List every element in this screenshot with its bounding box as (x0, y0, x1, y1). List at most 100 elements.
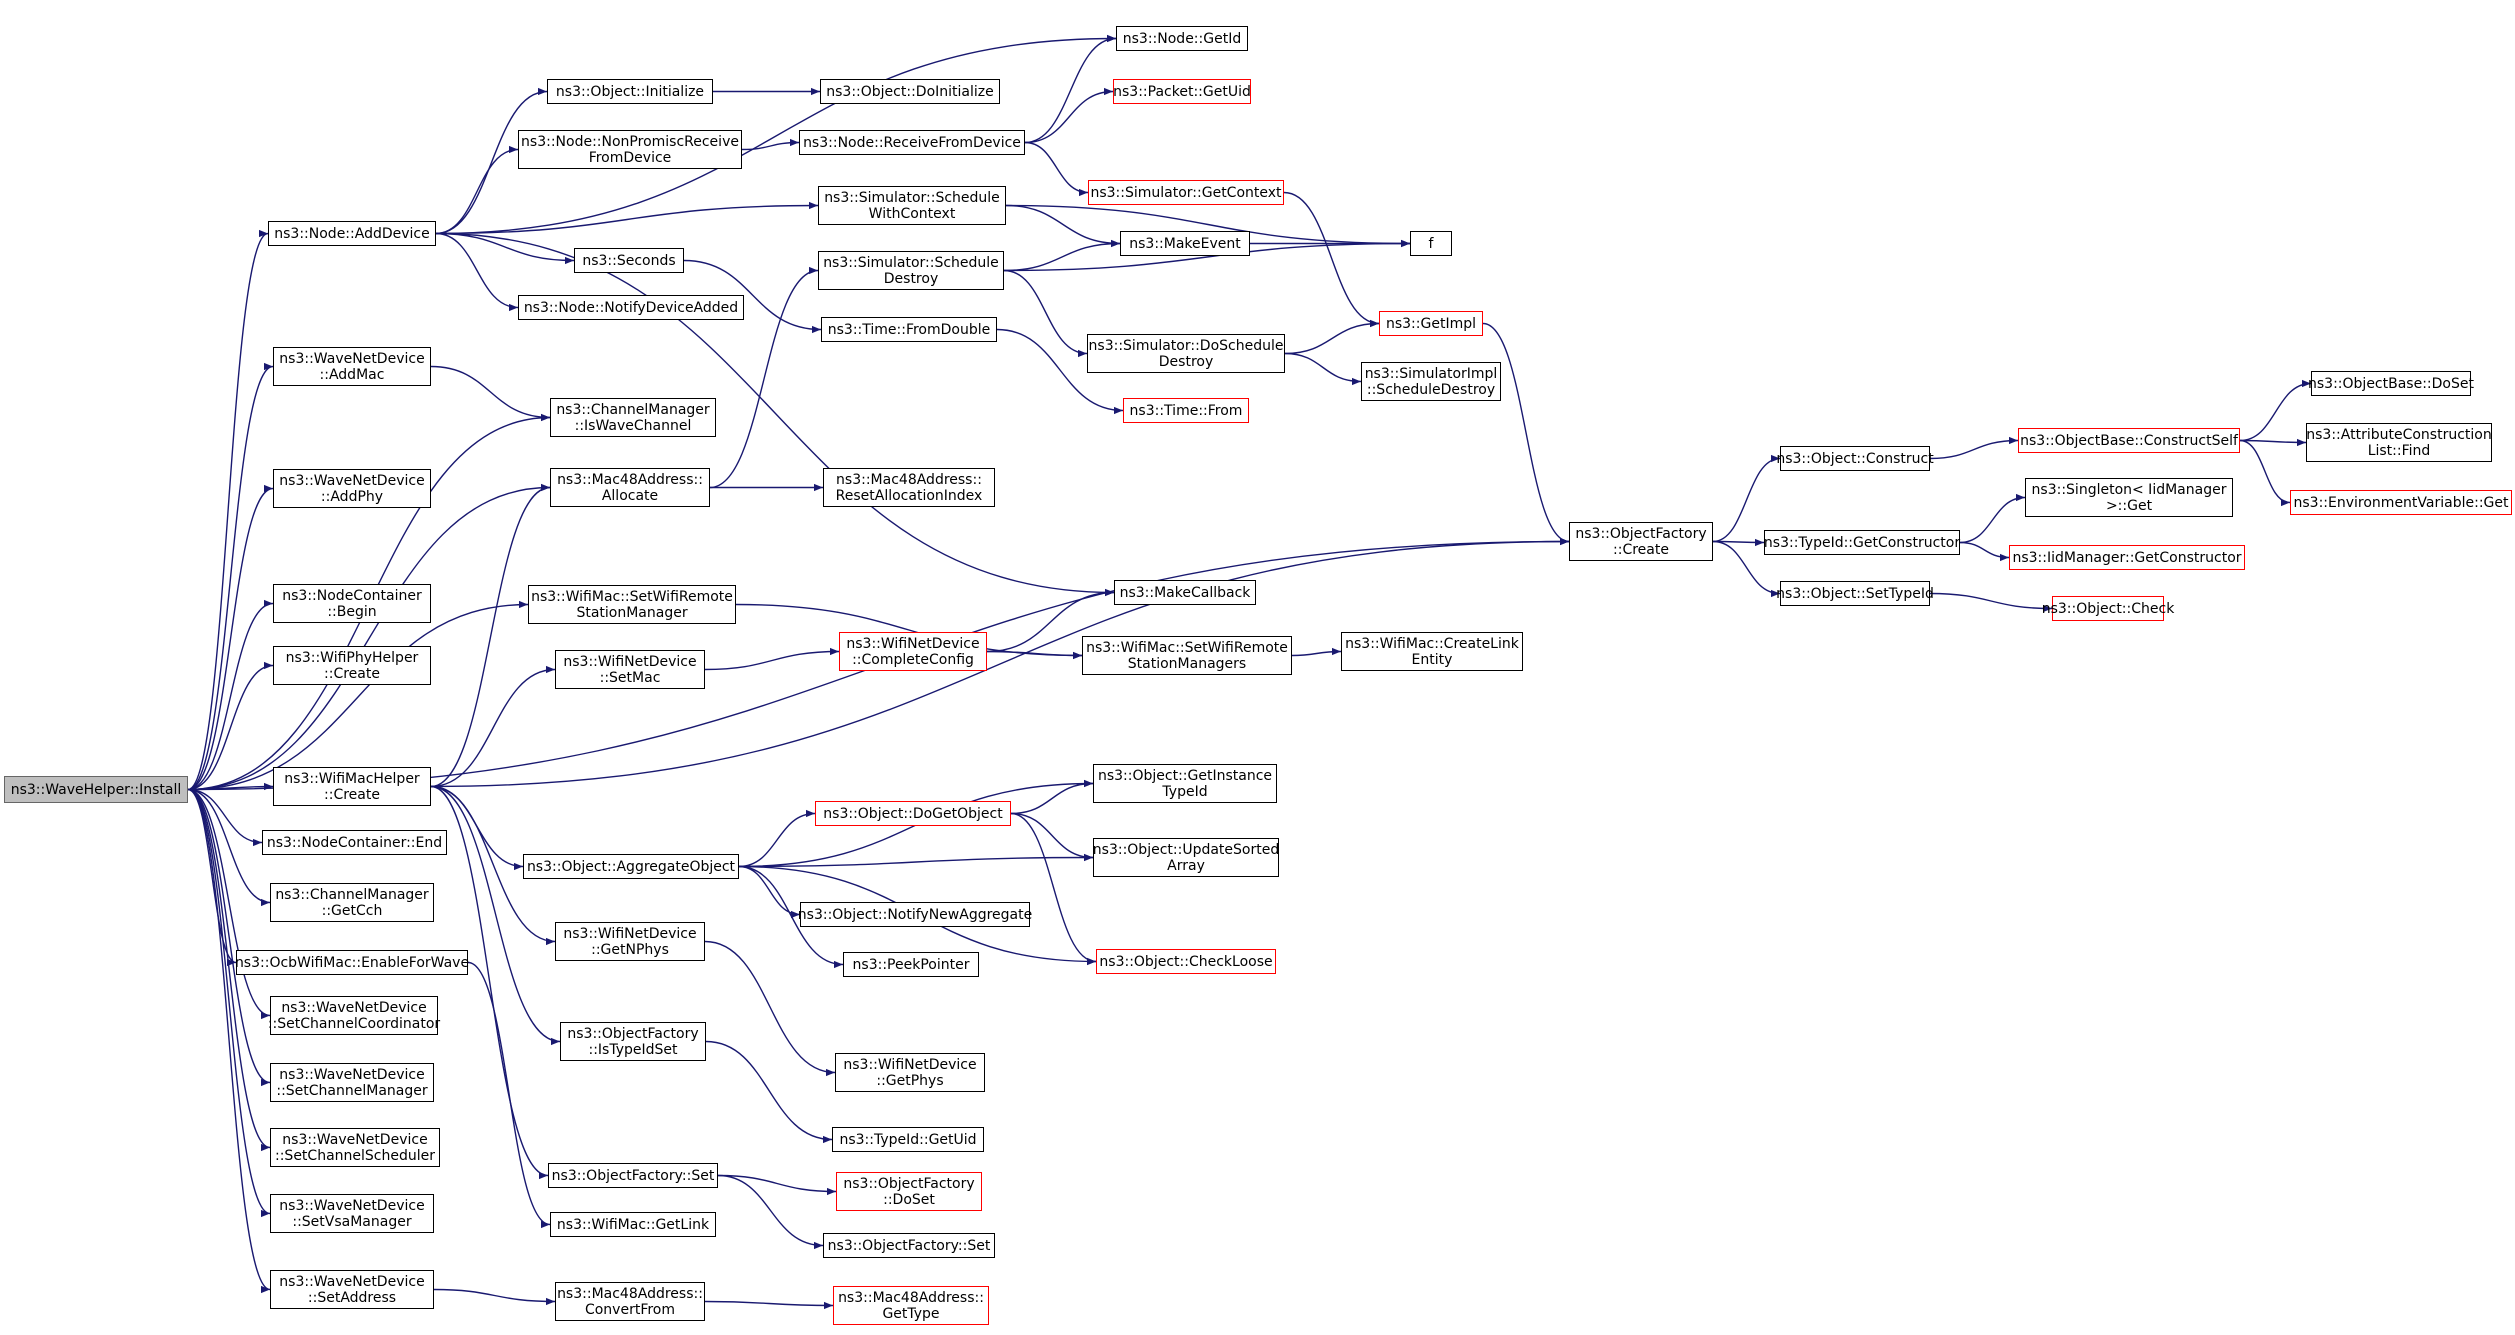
edge-n37-n54 (1010, 812, 1094, 862)
node-ns3-object-construct[interactable]: ns3::Object::Construct (1776, 446, 1934, 471)
node-ns3-typeid-getconstructor[interactable]: ns3::TypeId::GetConstructor (1764, 530, 1960, 555)
edge-n47-n57 (1283, 191, 1380, 328)
node-ns3-objectbase-doset[interactable]: ns3::ObjectBase::DoSet (2308, 371, 2474, 396)
node-ns3-makeevent[interactable]: ns3::MakeEvent (1120, 231, 1250, 256)
node-ns3-simulator-getcontext[interactable]: ns3::Simulator::GetContext (1088, 180, 1284, 205)
edge-n1-n11 (187, 788, 271, 1020)
node-ns3-wifimachelper-create[interactable]: ns3::WifiMacHelper ::Create (273, 767, 431, 806)
node-ns3-attributeconstruction-list-find[interactable]: ns3::AttributeConstruction List::Find (2306, 423, 2492, 462)
edge-n2-n17 (435, 145, 519, 235)
node-ns3-wifinetdevice-getphys[interactable]: ns3::WifiNetDevice ::GetPhys (835, 1053, 985, 1092)
node-ns3-wifimac-setwifiremote-stationmanagers[interactable]: ns3::WifiMac::SetWifiRemote StationManag… (1082, 636, 1292, 675)
node-ns3-makecallback[interactable]: ns3::MakeCallback (1114, 580, 1256, 605)
node-ns3-mac48address-convertfrom[interactable]: ns3::Mac48Address:: ConvertFrom (555, 1282, 705, 1321)
edge-n1-n13 (187, 788, 271, 1152)
edge-n1-n12 (187, 788, 271, 1087)
edge-n24-n38 (738, 865, 801, 919)
node-f[interactable]: f (1410, 231, 1452, 256)
node-ns3-wavenetdevice-setaddress[interactable]: ns3::WaveNetDevice ::SetAddress (270, 1270, 434, 1309)
node-ns3-mac48address-gettype[interactable]: ns3::Mac48Address:: GetType (833, 1286, 989, 1325)
node-ns3-simulator-schedule-withcontext[interactable]: ns3::Simulator::Schedule WithContext (818, 186, 1006, 225)
edge-n1-n5 (187, 599, 274, 791)
node-ns3-wifinetdevice-getnphys[interactable]: ns3::WifiNetDevice ::GetNPhys (555, 922, 705, 961)
node-ns3-wifimac-createlink-entity[interactable]: ns3::WifiMac::CreateLink Entity (1341, 632, 1523, 671)
node-ns3-wavenetdevice-setchannelcoordinator[interactable]: ns3::WaveNetDevice ::SetChannelCoordinat… (268, 996, 440, 1035)
edge-n61-n64 (1929, 436, 2019, 460)
node-ns3-object-updatesorted-array[interactable]: ns3::Object::UpdateSorted Array (1093, 838, 1279, 877)
node-ns3-nodecontainer-end[interactable]: ns3::NodeContainer::End (262, 830, 447, 855)
node-ns3-wifinetdevice-setmac[interactable]: ns3::WifiNetDevice ::SetMac (555, 650, 705, 689)
node-ns3-wavenetdevice-addmac[interactable]: ns3::WaveNetDevice ::AddMac (273, 347, 431, 386)
node-ns3-objectfactory-istypeidset[interactable]: ns3::ObjectFactory ::IsTypeIdSet (560, 1022, 706, 1061)
edge-n24-n39 (738, 865, 844, 969)
node-ns3-node-nonpromiscreceive-fromdevice[interactable]: ns3::Node::NonPromiscReceive FromDevice (518, 130, 742, 169)
node-ns3-node-adddevice[interactable]: ns3::Node::AddDevice (268, 221, 436, 246)
edge-n1-n22 (187, 600, 529, 791)
node-ns3-objectfactory-set[interactable]: ns3::ObjectFactory::Set (548, 1163, 718, 1188)
edge-n7-n23 (430, 665, 556, 788)
edge-n31-n46 (1024, 87, 1114, 144)
node-ns3-peekpointer[interactable]: ns3::PeekPointer (843, 952, 979, 977)
node-ns3-iidmanager-getconstructor[interactable]: ns3::IidManager::GetConstructor (2009, 545, 2245, 570)
node-ns3-node-notifydeviceadded[interactable]: ns3::Node::NotifyDeviceAdded (518, 295, 744, 320)
node-ns3-channelmanager-getcch[interactable]: ns3::ChannelManager ::GetCch (270, 883, 434, 922)
edge-n7-n26 (430, 785, 561, 1046)
edge-n24-n37 (738, 809, 816, 868)
node-ns3-node-getid[interactable]: ns3::Node::GetId (1116, 26, 1248, 51)
node-ns3-objectfactory-doset[interactable]: ns3::ObjectFactory ::DoSet (836, 1172, 982, 1211)
node-ns3-object-aggregateobject[interactable]: ns3::Object::AggregateObject (523, 854, 739, 879)
node-ns3-seconds[interactable]: ns3::Seconds (574, 248, 684, 273)
edge-n62-n65 (1959, 493, 2026, 544)
node-ns3-packet-getuid[interactable]: ns3::Packet::GetUid (1113, 79, 1251, 104)
node-ns3-objectbase-constructself[interactable]: ns3::ObjectBase::ConstructSelf (2018, 428, 2240, 453)
node-ns3-nodecontainer-begin[interactable]: ns3::NodeContainer ::Begin (273, 584, 431, 623)
node-ns3-mac48address-resetallocationindex[interactable]: ns3::Mac48Address:: ResetAllocationIndex (823, 468, 995, 507)
edge-n31-n45 (1024, 34, 1117, 144)
node-ns3-simulator-schedule-destroy[interactable]: ns3::Simulator::Schedule Destroy (818, 251, 1004, 290)
node-ns3-mac48address-allocate[interactable]: ns3::Mac48Address:: Allocate (550, 468, 710, 507)
edge-n36-n51 (986, 588, 1115, 653)
node-ns3-wifimac-setwifiremote-stationmanager[interactable]: ns3::WifiMac::SetWifiRemote StationManag… (528, 585, 736, 624)
node-ns3-object-dogetobject[interactable]: ns3::Object::DoGetObject (815, 801, 1011, 826)
node-ns3-wavenetdevice-setchannelscheduler[interactable]: ns3::WaveNetDevice ::SetChannelScheduler (270, 1128, 440, 1167)
node-ns3-ocbwifimac-enableforwave[interactable]: ns3::OcbWifiMac::EnableForWave (235, 950, 469, 975)
edge-n34-n50 (996, 328, 1124, 415)
node-ns3-wifinetdevice-completeconfig[interactable]: ns3::WifiNetDevice ::CompleteConfig (839, 632, 987, 671)
node-ns3-object-initialize[interactable]: ns3::Object::Initialize (547, 79, 713, 104)
node-ns3-node-receivefromdevice[interactable]: ns3::Node::ReceiveFromDevice (799, 130, 1025, 155)
edge-n60-n63 (1712, 540, 1781, 598)
node-ns3-singleton-iidmanager-get[interactable]: ns3::Singleton< IidManager >::Get (2025, 478, 2233, 517)
edge-n1-n8 (187, 788, 263, 847)
node-ns3-object-check[interactable]: ns3::Object::Check (2042, 596, 2174, 621)
edge-n1-n15 (187, 788, 271, 1293)
edge-n31-n47 (1024, 141, 1089, 197)
node-ns3-typeid-getuid[interactable]: ns3::TypeId::GetUid (832, 1127, 984, 1152)
node-ns3-objectfactory-create[interactable]: ns3::ObjectFactory ::Create (1569, 522, 1713, 561)
node-ns3-object-getinstance-typeid[interactable]: ns3::Object::GetInstance TypeId (1093, 764, 1277, 803)
node-ns3-environmentvariable-get[interactable]: ns3::EnvironmentVariable::Get (2290, 490, 2512, 515)
edge-n2-n45 (435, 34, 1117, 235)
node-ns3-object-notifynewaggregate[interactable]: ns3::Object::NotifyNewAggregate (798, 902, 1032, 927)
node-ns3-simulatorimpl-scheduledestroy[interactable]: ns3::SimulatorImpl ::ScheduleDestroy (1361, 362, 1501, 401)
node-ns3-wavehelper-install[interactable]: ns3::WaveHelper::Install (4, 776, 188, 803)
node-ns3-wavenetdevice-setchannelmanager[interactable]: ns3::WaveNetDevice ::SetChannelManager (270, 1063, 434, 1102)
edge-n33-n48 (1003, 239, 1121, 272)
node-ns3-objectfactory-set[interactable]: ns3::ObjectFactory::Set (823, 1233, 995, 1258)
node-ns3-wavenetdevice-setvsamanager[interactable]: ns3::WaveNetDevice ::SetVsaManager (270, 1194, 434, 1233)
node-ns3-object-doinitialize[interactable]: ns3::Object::DoInitialize (820, 79, 1000, 104)
node-ns3-object-settypeid[interactable]: ns3::Object::SetTypeId (1776, 581, 1934, 606)
node-ns3-time-fromdouble[interactable]: ns3::Time::FromDouble (821, 317, 997, 342)
node-ns3-object-checkloose[interactable]: ns3::Object::CheckLoose (1096, 949, 1276, 974)
node-ns3-channelmanager-iswavechannel[interactable]: ns3::ChannelManager ::IsWaveChannel (550, 398, 716, 437)
node-ns3-wifimac-getlink[interactable]: ns3::WifiMac::GetLink (550, 1212, 716, 1237)
node-ns3-getimpl[interactable]: ns3::GetImpl (1379, 311, 1483, 336)
edge-n2-n51 (435, 232, 1115, 597)
node-ns3-simulator-doschedule-destroy[interactable]: ns3::Simulator::DoSchedule Destroy (1087, 334, 1285, 373)
node-ns3-wavenetdevice-addphy[interactable]: ns3::WaveNetDevice ::AddPhy (273, 469, 431, 508)
edge-n24-n54 (738, 853, 1094, 868)
node-ns3-time-from[interactable]: ns3::Time::From (1123, 398, 1249, 423)
edge-n60-n61 (1712, 454, 1781, 543)
edge-n17-n31 (741, 138, 800, 151)
node-ns3-wifiphyhelper-create[interactable]: ns3::WifiPhyHelper ::Create (273, 646, 431, 685)
